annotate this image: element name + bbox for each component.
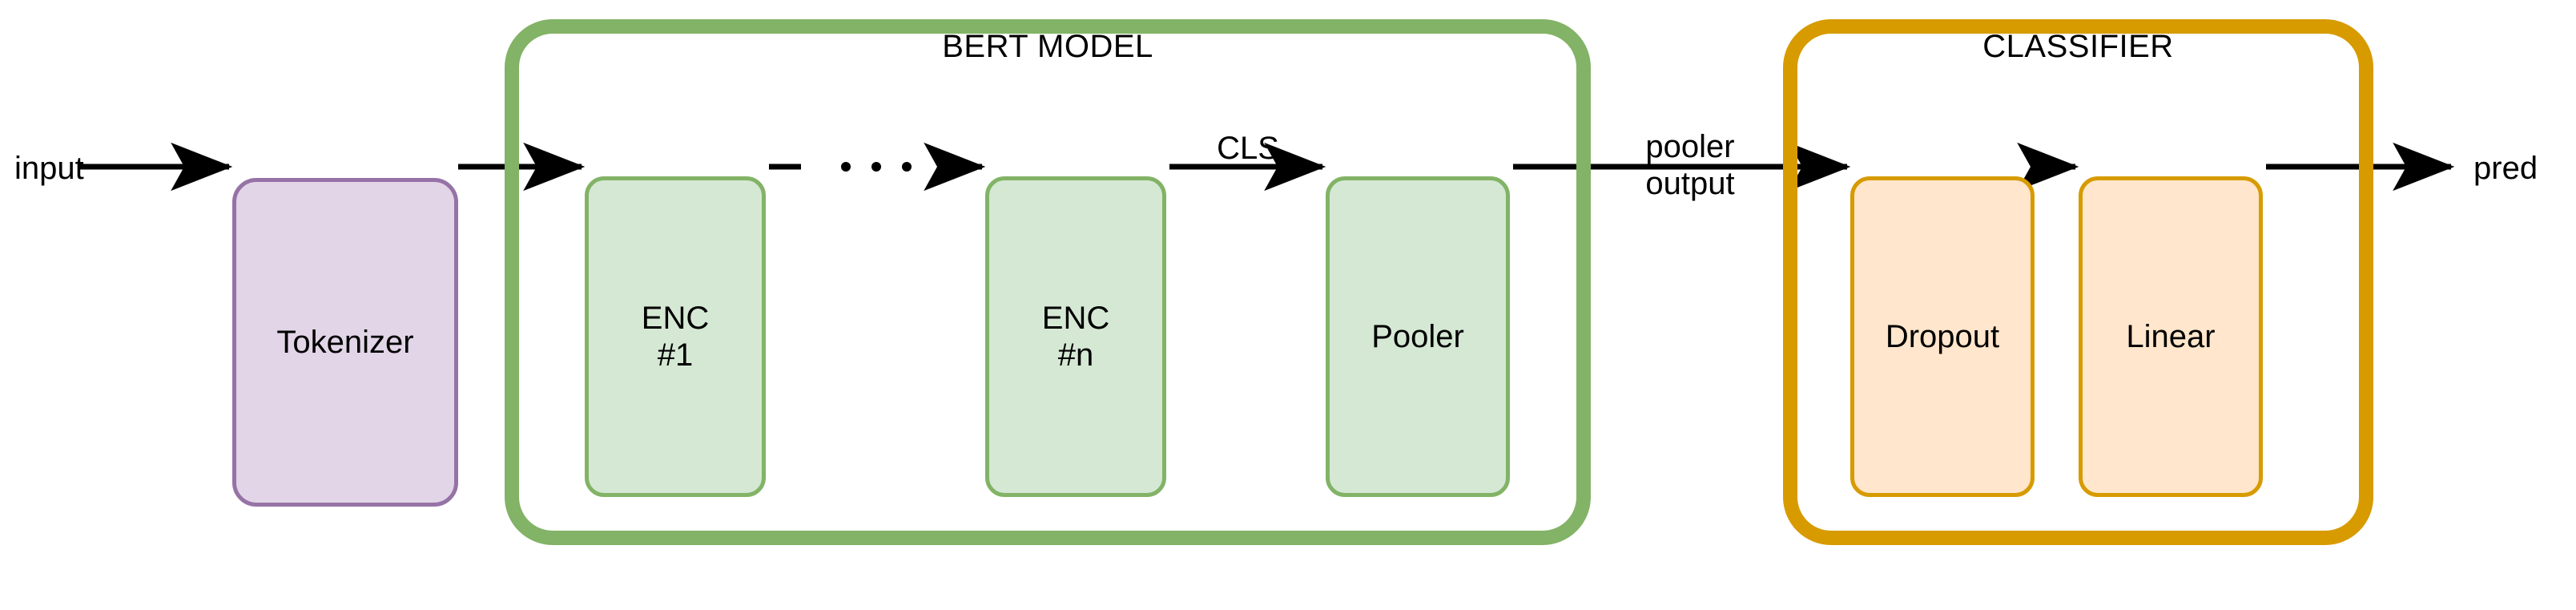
node-pooler[interactable]: Pooler — [1326, 176, 1510, 497]
node-linear[interactable]: Linear — [2079, 176, 2263, 497]
label-input: input — [14, 151, 84, 186]
node-dropout[interactable]: Dropout — [1850, 176, 2035, 497]
group-bert-model-title: BERT MODEL — [942, 29, 1153, 64]
label-pred: pred — [2473, 151, 2538, 186]
ellipsis-dots-icon — [841, 162, 912, 172]
edge-label-cls: CLS — [1217, 131, 1279, 166]
group-bert-model — [505, 19, 1591, 545]
node-tokenizer[interactable]: Tokenizer — [232, 178, 458, 507]
group-classifier-title: CLASSIFIER — [1982, 29, 2174, 64]
node-encoder-n[interactable]: ENC #n — [985, 176, 1166, 497]
edge-label-pooler-output: pooler output — [1645, 129, 1735, 202]
group-classifier — [1783, 19, 2373, 545]
node-encoder-1[interactable]: ENC #1 — [585, 176, 766, 497]
